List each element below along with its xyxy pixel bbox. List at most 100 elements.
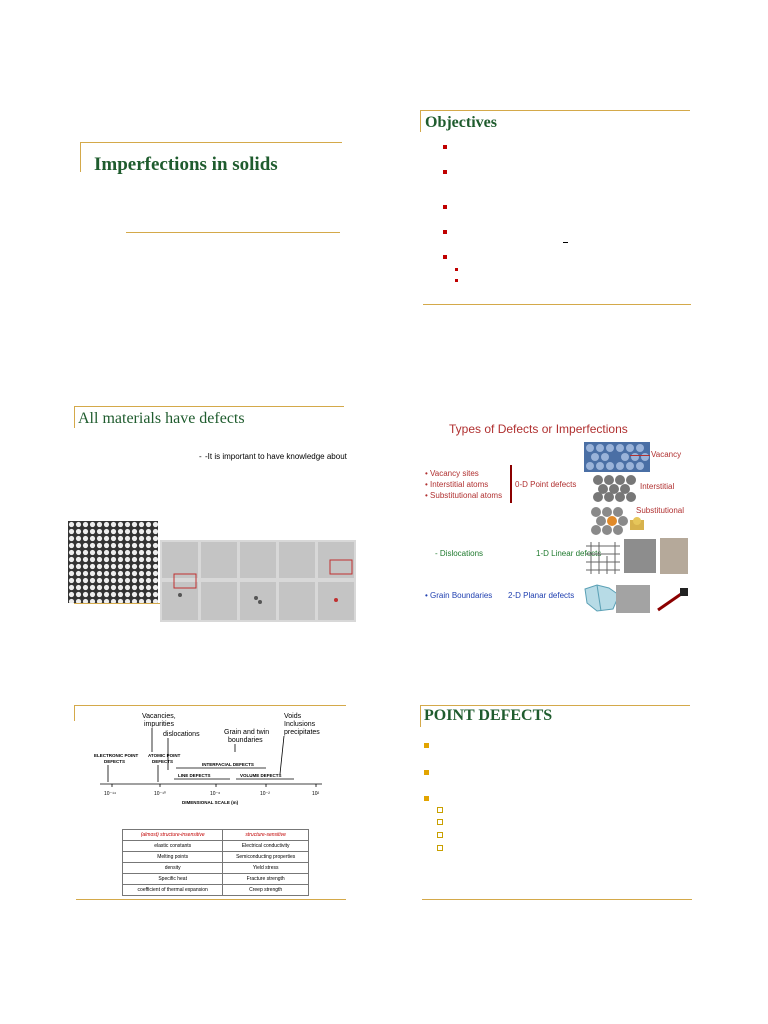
list-item: • Substitutional atoms	[425, 491, 503, 500]
atomic-label-2: DEFECTS	[152, 759, 173, 764]
defect-scale-diagram: Vacancies, impurities dislocations Grain…	[94, 713, 322, 805]
dislocations-label: dislocations	[163, 731, 200, 738]
voids-label: Voids	[284, 713, 302, 720]
tick-label: 10⁻¹⁰	[154, 791, 166, 797]
planar-defects-label: 2-D Planar defects	[508, 591, 575, 600]
table-header: (almost) structure-insensitive	[121, 829, 224, 841]
point-defect-bracket	[510, 465, 512, 503]
table-header: structure-sensitive	[222, 829, 309, 841]
table-cell: Melting points	[121, 851, 224, 863]
line-defects-label: LINE DEFECTS	[178, 773, 211, 778]
dislocation-crystal-image	[660, 538, 688, 574]
grain-micrograph-image	[616, 585, 650, 613]
tick-label: 10⁻¹⁴	[104, 791, 116, 797]
linear-defects-label: 1-D Linear defects	[536, 549, 602, 558]
slide2-bottom-rule	[423, 304, 691, 305]
table-header-row: (almost) structure-insensitive structure…	[121, 829, 309, 841]
substitutional-label: Substitutional	[636, 506, 685, 515]
grain-label: Grain and twin	[224, 729, 269, 736]
defect-simulation-strip	[160, 540, 356, 622]
objective-sub-bullet	[455, 279, 458, 282]
interstitial-label: Interstitial	[640, 482, 675, 491]
point-defect-sub-bullet	[437, 845, 443, 851]
slide6-title: POINT DEFECTS	[424, 707, 553, 724]
slide2-top-rule	[420, 110, 690, 111]
table-cell: elastic constants	[121, 840, 224, 852]
vacancy-pointer	[630, 455, 650, 456]
grain-boundaries-item: • Grain Boundaries	[425, 591, 493, 600]
precipitates-label: precipitates	[284, 729, 320, 736]
interfacial-label: INTERFACIAL DEFECTS	[202, 762, 254, 767]
inclusions-label: Inclusions	[284, 721, 316, 728]
table-cell: Fracture strength	[222, 873, 309, 885]
substitutional-lattice-image	[591, 507, 628, 535]
table-cell: Specific heat	[121, 873, 224, 885]
point-defect-sub-bullet	[437, 832, 443, 838]
slide6-left-rule	[420, 705, 421, 727]
dislocation-tem-image	[624, 539, 656, 573]
slide5-bottom-rule	[76, 899, 346, 900]
slide1-left-rule	[80, 142, 81, 172]
slide3-note-bullet: -	[199, 452, 202, 461]
slide2-left-rule	[420, 110, 421, 132]
slide3-title: All materials have defects	[78, 410, 245, 427]
list-item: • Interstitial atoms	[425, 480, 489, 489]
point-defect-list: • Vacancy sites • Interstitial atoms • S…	[425, 468, 502, 501]
table-cell: Electrical conductivity	[222, 840, 309, 852]
slide4-title: Types of Defects or Imperfections	[449, 422, 628, 436]
dislocations-item: - Dislocations	[435, 549, 484, 558]
objective-dash	[563, 242, 568, 243]
slide3-left-rule	[74, 406, 75, 428]
vacancies-label: Vacancies,	[142, 713, 176, 720]
interstitial-lattice-image	[593, 475, 636, 502]
tick-label: 10²	[312, 791, 320, 797]
property-table: (almost) structure-insensitive structure…	[121, 829, 309, 896]
electronic-label: ELECTRONIC POINT	[94, 753, 139, 758]
point-defect-bullet	[424, 743, 429, 748]
atomic-label: ATOMIC POINT	[148, 753, 181, 758]
slide3-note: -It is important to have knowledge about	[205, 452, 347, 461]
slide3-top-rule	[74, 406, 344, 407]
objective-sub-bullet	[455, 268, 458, 271]
slide2-title: Objectives	[425, 114, 497, 131]
objective-bullet	[443, 145, 447, 149]
slide5-top-rule	[74, 705, 346, 706]
vacancy-label: Vacancy	[651, 450, 682, 459]
dislocation-lattice-image	[586, 542, 620, 574]
slide1-top-rule	[80, 142, 342, 143]
scale-label: DIMENSIONAL SCALE (m)	[182, 800, 239, 805]
tick-label: 10⁻²	[260, 791, 270, 797]
table-cell: Semiconducting properties	[222, 851, 309, 863]
slide5-left-rule	[74, 705, 75, 721]
objective-bullet	[443, 205, 447, 209]
point-defect-bullet	[424, 770, 429, 775]
table-cell: coefficient of thermal expansion	[121, 884, 224, 896]
objective-bullet	[443, 255, 447, 259]
point-defect-sub-bullet	[437, 807, 443, 813]
electronic-label-2: DEFECTS	[104, 759, 125, 764]
hrtem-lattice-image	[68, 521, 158, 603]
table-cell: Creep strength	[222, 884, 309, 896]
slide6-top-rule	[420, 705, 690, 706]
point-defect-bullet	[424, 796, 429, 801]
boundaries-label: boundaries	[228, 737, 263, 744]
table-cell: density	[121, 862, 224, 874]
point-defect-label: 0-D Point defects	[515, 480, 577, 489]
tick-label: 10⁻⁶	[210, 791, 220, 797]
slide1-title: Imperfections in solids	[94, 154, 278, 175]
slide3-mid-rule	[74, 603, 160, 604]
point-defect-sub-bullet	[437, 819, 443, 825]
list-item: • Vacancy sites	[425, 469, 479, 478]
slide1-bottom-rule	[126, 232, 340, 233]
objective-bullet	[443, 170, 447, 174]
volume-defects-label: VOLUME DEFECTS	[240, 773, 282, 778]
substitutional-small-image	[630, 517, 644, 530]
impurities-label: impurities	[144, 721, 174, 728]
table-cell: Yield stress	[222, 862, 309, 874]
slide6-bottom-rule	[422, 899, 692, 900]
